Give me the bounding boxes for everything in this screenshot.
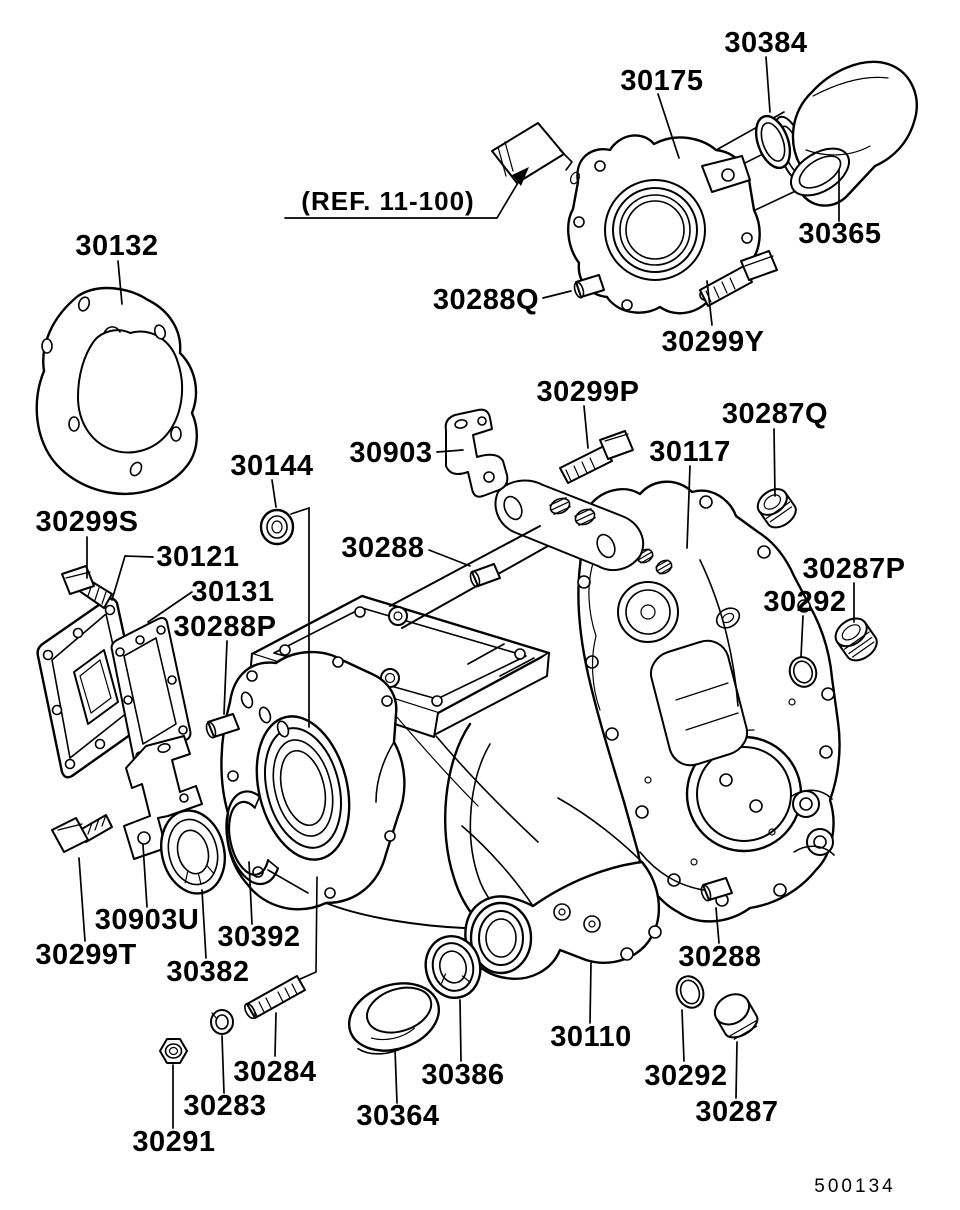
part-30392-snap-ring [225,790,280,886]
part-30144-seal [259,508,295,546]
part-label-30287q: 30287Q [722,398,828,430]
part-label-30131: 30131 [191,576,274,608]
part-label-30287p: 30287P [803,553,906,585]
part-label-30283: 30283 [183,1090,266,1122]
part-30299p-bolt [559,430,634,484]
leader-lines [78,56,855,1129]
part-label-30903u: 30903U [95,904,200,936]
part-label-30144: 30144 [230,450,313,482]
part-30287-plug [713,993,759,1040]
part-30288a-pin [469,563,501,588]
part-30131-gasket [110,617,192,766]
part-30386-seal [424,935,482,999]
sealant-tube-icon [491,122,581,185]
part-label-30287: 30287 [695,1096,778,1128]
part-30291-nut [159,1038,188,1064]
part-label-30299t: 30299T [35,939,136,971]
part-30903-bracket [444,408,509,498]
part-label-30299s: 30299S [36,506,139,538]
part-label-30382: 30382 [166,956,249,988]
part-30364-spacer-ring [347,982,441,1055]
ref-arrowhead [512,167,529,186]
part-30288p-pin [205,713,240,739]
part-label-30288-a: 30288 [341,532,424,564]
part-label-30384: 30384 [724,27,807,59]
part-label-30117: 30117 [649,436,731,468]
part-label-30292-a: 30292 [763,586,846,618]
part-label-30291: 30291 [132,1126,215,1158]
part-30117-rear-cover [577,480,841,923]
part-30292a-oring [788,656,818,688]
part-30284-stud [244,975,306,1020]
part-label-30132: 30132 [75,230,158,262]
part-label-30288q: 30288Q [433,284,539,316]
ref-note: (REF. 11-100) [301,186,474,216]
part-30903u-bracket [123,735,203,860]
part-30292b-oring [675,975,705,1009]
part-label-30386: 30386 [421,1059,504,1091]
part-label-30284: 30284 [233,1056,316,1088]
part-label-30121: 30121 [156,541,239,573]
part-label-30288p: 30288P [174,611,277,643]
part-30283-washer [210,1009,234,1035]
part-30299t-bolt [51,814,113,853]
part-30110-front-case [220,479,662,981]
part-30382-bearing [160,809,226,895]
part-30288q-pin [573,274,605,299]
part-label-30299p: 30299P [537,376,640,408]
part-label-30365: 30365 [798,218,881,250]
part-label-30288-b: 30288 [678,941,761,973]
part-label-30299y: 30299Y [662,326,765,358]
drawing-number: 500134 [814,1176,895,1197]
part-label-30292-b: 30292 [644,1060,727,1092]
part-labels: 30384 30175 30365 (REF. 11-100) 30288Q 3… [35,27,905,1197]
part-30287q-plug [756,488,797,529]
part-30132-gasket [35,286,198,495]
part-label-30903: 30903 [349,437,432,469]
part-30365-dust-boot [790,60,918,207]
part-label-30175: 30175 [620,65,703,97]
part-label-30364: 30364 [356,1100,439,1132]
part-label-30392: 30392 [217,921,300,953]
part-30287p-plug [834,617,878,662]
part-30299s-bolt [61,565,113,609]
part-30288b-pin [700,877,733,902]
part-label-30110: 30110 [550,1021,632,1053]
part-30384-oil-seal [754,114,792,170]
